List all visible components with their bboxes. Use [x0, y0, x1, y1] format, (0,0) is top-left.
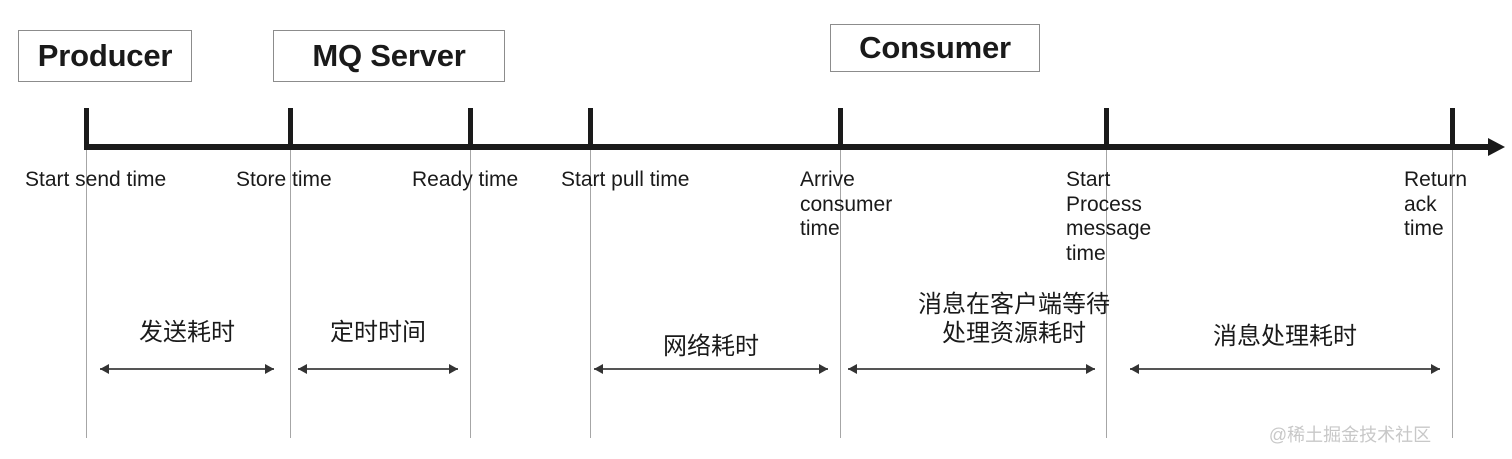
event-label-start-process-message-time: Start Process message time [1066, 168, 1152, 265]
event-tick-start-process-message-time [1104, 108, 1109, 150]
event-label-start-send-time: Start send time [25, 168, 167, 191]
event-label-ready-time: Ready time [412, 168, 519, 191]
span-label-message-process-cost: 消息处理耗时 [1213, 323, 1357, 350]
event-guide-line-arrive-consumer-time [839, 144, 842, 438]
span-label-send-cost: 发送耗时 [139, 319, 235, 346]
span-label-network-cost: 网络耗时 [663, 333, 759, 360]
event-tick-ready-time [468, 108, 473, 150]
event-label-arrive-consumer-time: Arrive consumer time [800, 168, 893, 240]
role-box-mq-server: MQ Server [273, 30, 505, 82]
event-label-start-pull-time: Start pull time [561, 168, 690, 191]
span-arrow-head-right-message-process-cost [1431, 363, 1440, 374]
event-label-store-time: Store time [236, 168, 332, 191]
event-guide-line-ready-time [469, 144, 472, 438]
event-guide-line-start-pull-time [589, 144, 592, 438]
span-arrow-head-left-network-cost [594, 363, 603, 374]
span-arrow-line-scheduled-delay [298, 368, 458, 370]
role-label-mq-server: MQ Server [312, 38, 466, 73]
span-arrow-head-left-scheduled-delay [298, 363, 307, 374]
span-arrow-head-right-client-wait-resource-cost [1086, 363, 1095, 374]
span-arrow-line-message-process-cost [1130, 368, 1440, 370]
event-guide-line-return-ack-time [1451, 144, 1454, 438]
span-arrow-head-right-network-cost [819, 363, 828, 374]
role-label-producer: Producer [37, 38, 173, 73]
role-box-producer: Producer [18, 30, 192, 82]
timeline-axis [84, 144, 1488, 150]
span-label-scheduled-delay: 定时时间 [330, 319, 426, 346]
event-guide-line-store-time [289, 144, 292, 438]
event-guide-line-start-process-message-time [1105, 144, 1108, 438]
role-label-consumer: Consumer [859, 30, 1011, 65]
timeline-axis-arrow-icon [1488, 138, 1505, 156]
span-arrow-line-client-wait-resource-cost [848, 368, 1095, 370]
watermark: @稀土掘金技术社区 [1268, 425, 1432, 445]
event-tick-arrive-consumer-time [838, 108, 843, 150]
event-guide-line-start-send-time [85, 144, 88, 438]
span-arrow-head-left-client-wait-resource-cost [848, 363, 857, 374]
span-arrow-head-right-send-cost [265, 363, 274, 374]
event-tick-start-send-time [84, 108, 89, 150]
span-arrow-head-left-message-process-cost [1130, 363, 1139, 374]
event-label-return-ack-time: Return ack time [1404, 168, 1468, 240]
role-box-consumer: Consumer [830, 24, 1040, 72]
span-label-client-wait-resource-cost: 消息在客户端等待 处理资源耗时 [918, 291, 1110, 347]
event-tick-return-ack-time [1450, 108, 1455, 150]
event-tick-store-time [288, 108, 293, 150]
event-tick-start-pull-time [588, 108, 593, 150]
span-arrow-line-network-cost [594, 368, 828, 370]
span-arrow-head-right-scheduled-delay [449, 363, 458, 374]
span-arrow-head-left-send-cost [100, 363, 109, 374]
span-arrow-line-send-cost [100, 368, 274, 370]
